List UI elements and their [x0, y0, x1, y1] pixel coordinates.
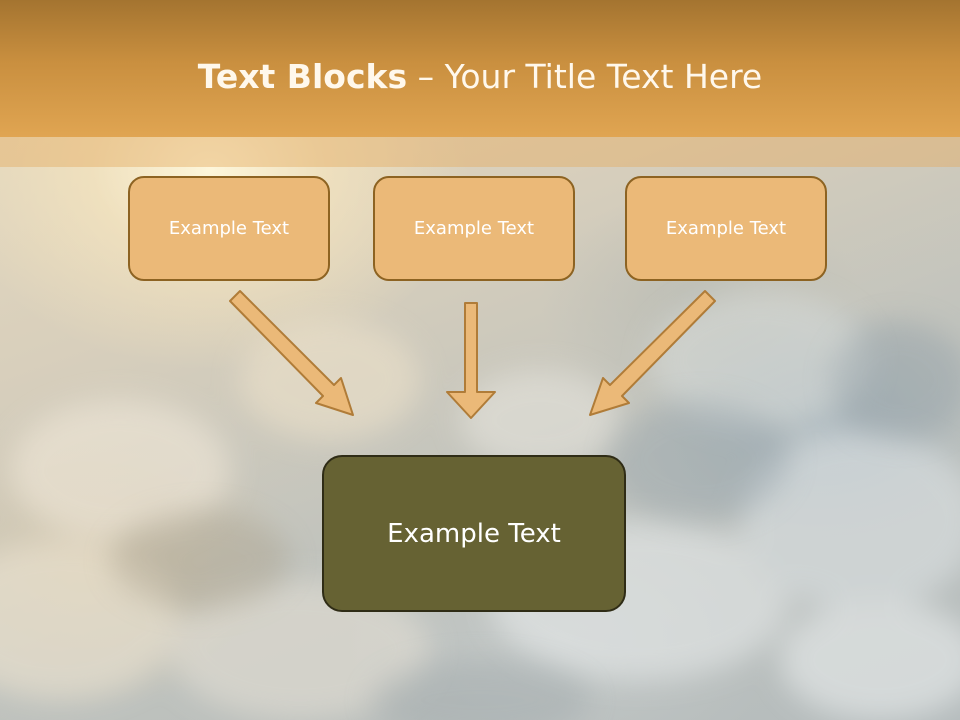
- text-block-bottom-main[interactable]: Example Text: [322, 455, 626, 612]
- text-block-label: Example Text: [387, 518, 561, 549]
- header-fade: [0, 137, 960, 167]
- arrow-left-diagonal-icon: [229, 290, 354, 416]
- text-block-top-right[interactable]: Example Text: [625, 176, 827, 281]
- text-block-label: Example Text: [665, 218, 787, 239]
- title-rest: Your Title Text Here: [444, 57, 763, 96]
- text-block-label: Example Text: [168, 218, 290, 239]
- text-block-top-center[interactable]: Example Text: [373, 176, 575, 281]
- text-block-label: Example Text: [413, 218, 535, 239]
- title-dash: –: [417, 57, 435, 96]
- slide-title: Text Blocks – Your Title Text Here: [0, 54, 960, 100]
- title-bold-part: Text Blocks: [197, 57, 408, 96]
- text-block-top-left[interactable]: Example Text: [128, 176, 330, 281]
- arrow-down-icon: [446, 302, 496, 419]
- arrow-right-diagonal-icon: [589, 290, 716, 416]
- header-band: [0, 0, 960, 137]
